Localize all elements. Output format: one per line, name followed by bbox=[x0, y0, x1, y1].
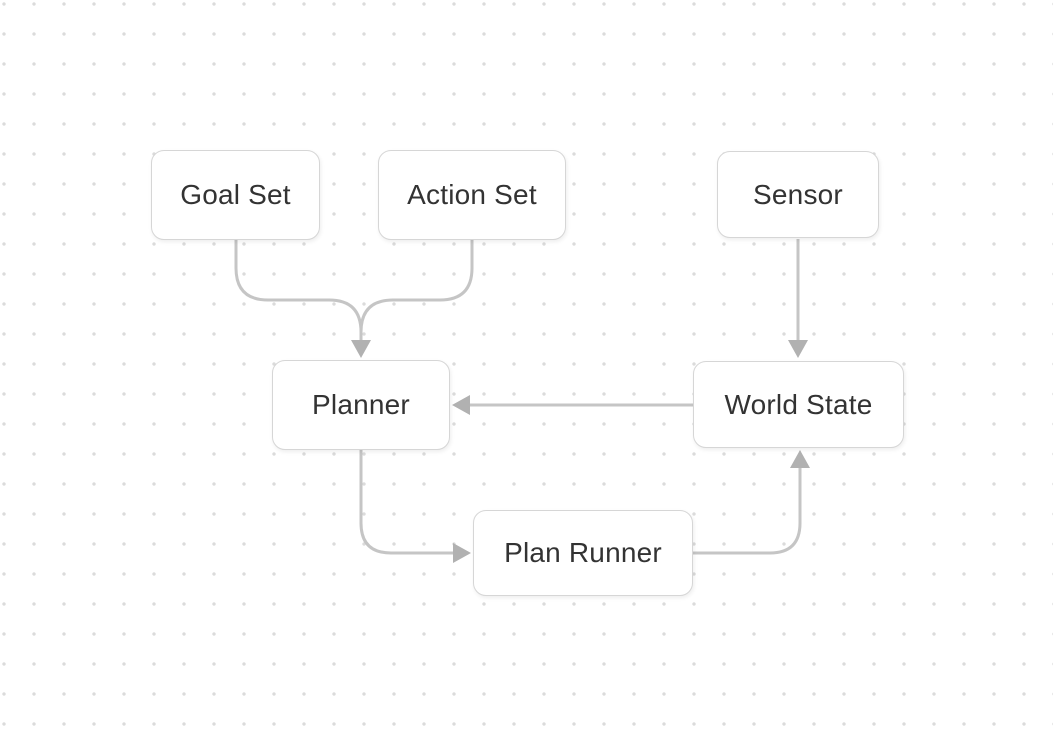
arrowhead-into-plan-runner-left bbox=[453, 543, 471, 563]
node-world-state[interactable]: World State bbox=[693, 361, 904, 448]
edge-planner-to-plan-runner[interactable] bbox=[359, 450, 471, 563]
node-world-state-label: World State bbox=[724, 388, 873, 420]
arrowhead-into-planner-right bbox=[452, 395, 470, 415]
node-sensor[interactable]: Sensor bbox=[717, 151, 879, 238]
node-goal-set[interactable]: Goal Set bbox=[151, 150, 320, 240]
node-planner[interactable]: Planner bbox=[272, 360, 450, 450]
edge-world-state-to-planner[interactable] bbox=[452, 395, 693, 415]
node-action-set-label: Action Set bbox=[407, 179, 537, 210]
arrowhead-into-planner-top bbox=[351, 340, 371, 358]
arrowhead-into-world-state-bottom bbox=[790, 450, 810, 468]
node-sensor-label: Sensor bbox=[753, 178, 843, 210]
node-action-set[interactable]: Action Set bbox=[378, 150, 566, 240]
edge-sensor-to-world-state[interactable] bbox=[788, 239, 808, 358]
node-goal-set-label: Goal Set bbox=[180, 179, 291, 210]
node-plan-runner[interactable]: Plan Runner bbox=[473, 510, 693, 596]
edge-goal-set-to-planner[interactable] bbox=[234, 240, 363, 341]
arrowhead-into-world-state-top bbox=[788, 340, 808, 358]
node-planner-label: Planner bbox=[312, 389, 410, 420]
edge-action-set-to-planner[interactable] bbox=[351, 240, 474, 358]
edge-plan-runner-to-world-state[interactable] bbox=[693, 450, 810, 555]
node-plan-runner-label: Plan Runner bbox=[504, 537, 662, 568]
